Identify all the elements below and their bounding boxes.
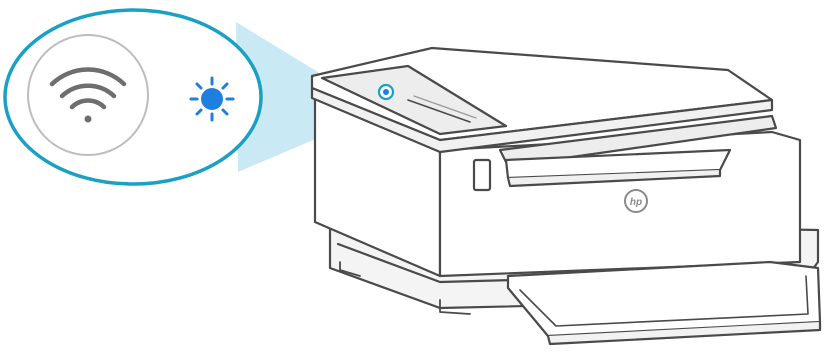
printer-body-side (440, 132, 800, 276)
front-slot (474, 160, 490, 190)
status-light-blinking-icon (191, 78, 233, 120)
svg-text:hp: hp (630, 197, 642, 208)
wifi-icon (28, 35, 148, 155)
callout-magnifier (5, 10, 261, 184)
printer-indicator-light (379, 85, 393, 99)
